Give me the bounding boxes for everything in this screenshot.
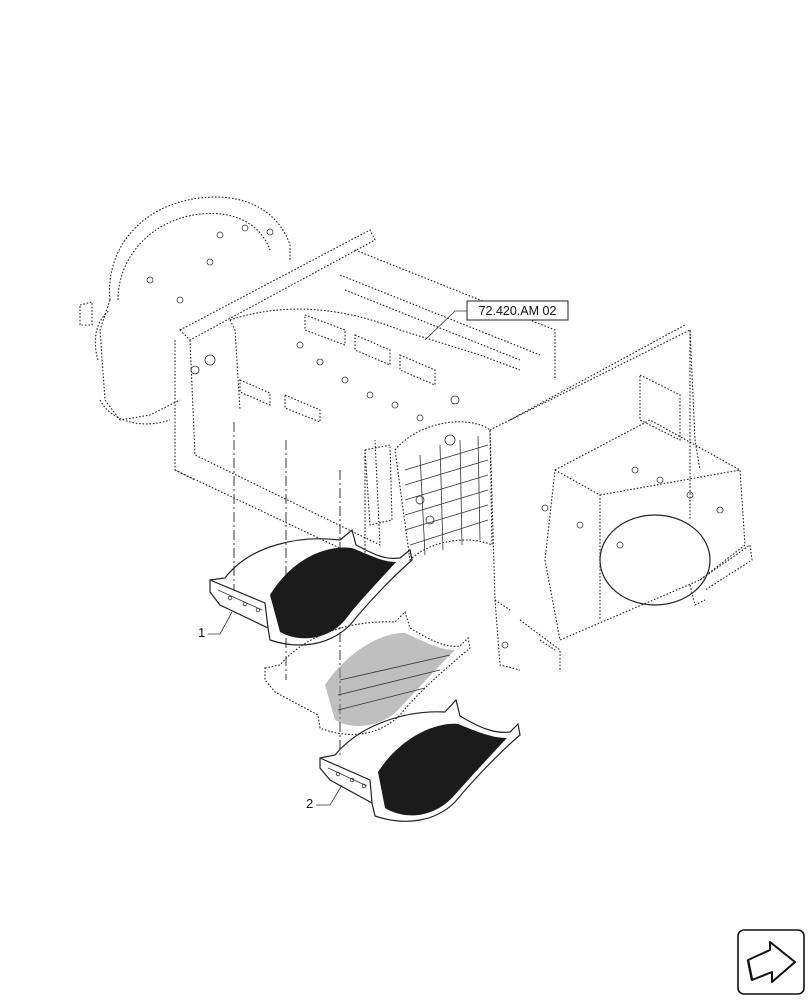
rotor-housing-assembly xyxy=(79,196,753,671)
reference-box[interactable] xyxy=(466,300,569,321)
next-page-arrow-icon[interactable] xyxy=(737,929,805,995)
callout-1: 1 xyxy=(198,611,233,640)
fastener-heads xyxy=(146,224,724,649)
callout-number-1: 1 xyxy=(198,625,205,640)
concave-grate-section xyxy=(404,435,489,556)
concave-part-2 xyxy=(319,698,521,822)
callout-2-leader xyxy=(316,784,343,806)
callout-number-2: 2 xyxy=(306,796,313,811)
reference-label[interactable]: 72.420.AM 02 xyxy=(479,304,557,318)
reference-leader-line xyxy=(424,310,467,341)
callout-1-leader xyxy=(208,611,233,635)
callout-2: 2 xyxy=(306,784,343,811)
concave-part-1 xyxy=(209,528,413,646)
reference-callout[interactable]: 72.420.AM 02 xyxy=(424,300,569,341)
